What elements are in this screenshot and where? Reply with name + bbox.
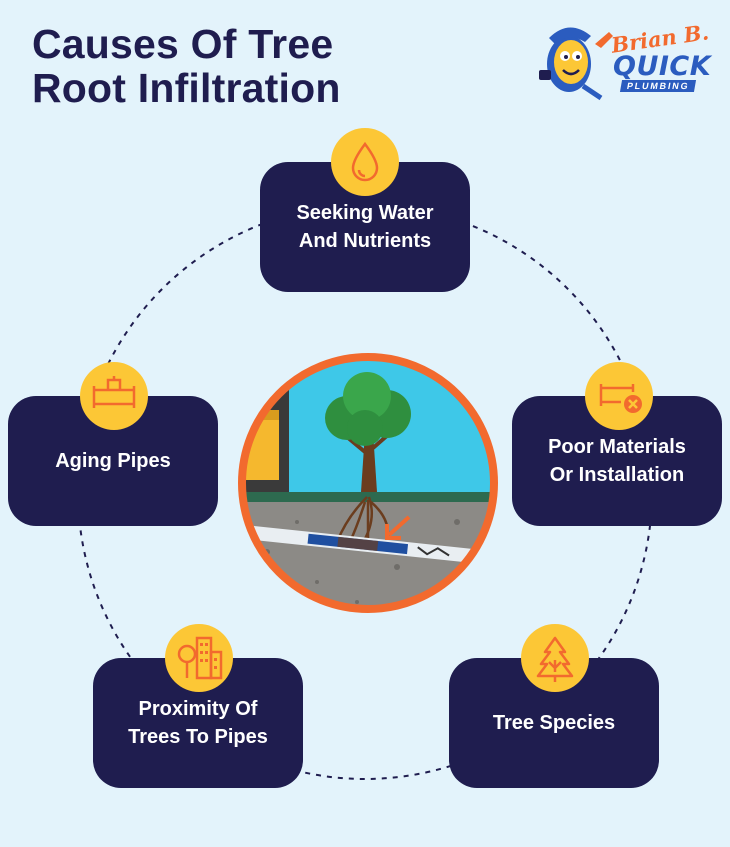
tree-buildings-icon — [165, 624, 233, 692]
logo-bold-text: QUICK — [613, 51, 712, 82]
cause-card-line-2: And Nutrients — [298, 230, 432, 252]
water-drop-icon — [331, 128, 399, 196]
cause-card-line-1: Aging Pipes — [55, 450, 171, 472]
cause-card-line-2: Trees To Pipes — [128, 726, 268, 748]
root-infiltration-illustration — [237, 352, 499, 614]
title-line-2: Root Infiltration — [32, 65, 341, 111]
cause-card-line-2: Or Installation — [549, 464, 685, 486]
pipe-icon — [80, 362, 148, 430]
cause-card-line-1: Tree Species — [492, 712, 616, 734]
mascot-icon — [539, 27, 613, 101]
cause-card-line-1: Proximity Of — [138, 698, 258, 720]
pine-tree-icon — [521, 624, 589, 692]
cause-card-line-1: Poor Materials — [548, 436, 686, 458]
title-line-1: Causes Of Tree — [32, 21, 334, 67]
cause-card-line-1: Seeking Water — [296, 202, 434, 224]
page-title: Causes Of Tree Root Infiltration — [32, 22, 341, 110]
brand-logo: Brian B. QUICK PLUMBING — [533, 14, 717, 102]
broken-pipe-icon — [585, 362, 653, 430]
